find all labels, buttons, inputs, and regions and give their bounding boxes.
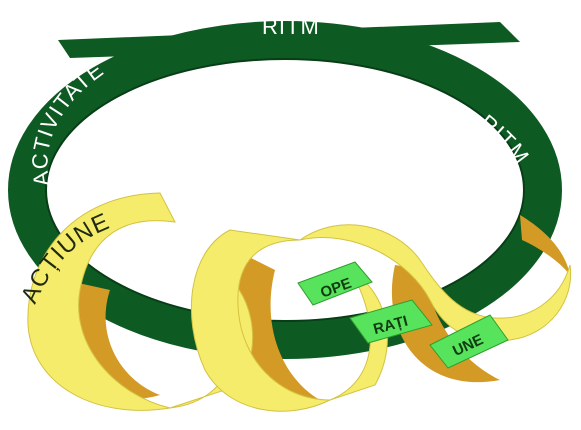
green-ring (8, 21, 562, 359)
tag-ope-shape (297, 261, 373, 306)
ring-outer (8, 21, 562, 359)
label-ritm-top: RITM (262, 14, 320, 39)
tag-une-shape (429, 314, 509, 369)
ring-inner-edge (45, 58, 525, 322)
operation-tags (297, 261, 509, 369)
tag-rati-shape (349, 299, 433, 344)
